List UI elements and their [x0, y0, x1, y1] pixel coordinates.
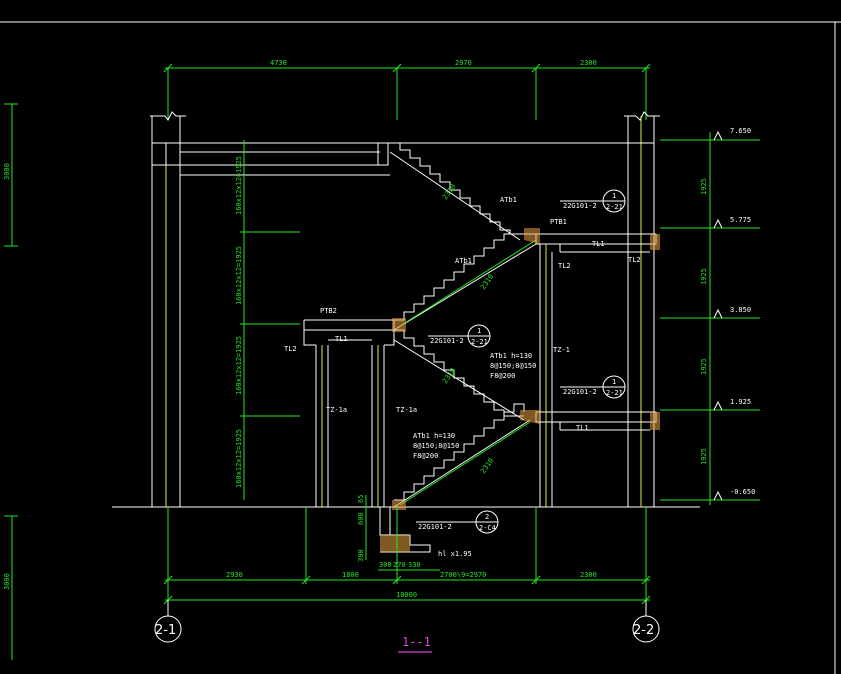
axis-label-left: 2-1 — [155, 623, 176, 638]
vdim-4: 160x12x12=1925 — [235, 429, 243, 488]
note-tl2b: TL2 — [284, 345, 297, 353]
note-slope1: 2310 — [441, 183, 457, 201]
axis-label-right: 2-2 — [633, 623, 654, 638]
vdim-2: 160x12x12=1925 — [235, 246, 243, 305]
ref-1-num: 1 — [612, 192, 616, 200]
ref-4-sheet: 2-C4 — [479, 524, 496, 532]
note-ptb1: PTB1 — [550, 218, 567, 226]
note-slope4: 2310 — [479, 457, 495, 475]
note-spec3: 8@150;8@150 — [413, 442, 459, 450]
ref-mark-2: 1 2-21 — [428, 324, 491, 348]
knee-hatch-4 — [392, 500, 406, 510]
note-tz1b: TZ-1a — [326, 406, 347, 414]
elev-1: 7.650 — [730, 127, 751, 135]
section-title: 1--1 — [402, 635, 431, 649]
axis-bubble-left: 2-1 — [154, 600, 182, 643]
note-ref-d: 22G101-2 — [418, 523, 452, 531]
elev-2: 5.775 — [730, 216, 751, 224]
knee-hatch-2 — [520, 410, 540, 424]
note-tl2c: TL2 — [628, 256, 641, 264]
ref-4-num: 2 — [485, 513, 489, 521]
ref-3-sheet: 2-21 — [606, 389, 623, 397]
foundation — [379, 507, 431, 553]
elev-3: 3.850 — [730, 306, 751, 314]
stair-flight-3 — [393, 233, 537, 331]
top-dim-1: 4730 — [270, 59, 287, 67]
left-vertical-dims: 160x12x12=1925 160x12x12=1925 160x12x12=… — [235, 140, 300, 500]
note-slope2: 2310 — [479, 273, 495, 291]
note-tz1a: TZ-1 — [553, 346, 570, 354]
bottom-dimension-chain: 2930 1800 2700\9=2970 2300 10000 — [163, 507, 651, 605]
note-ref-c: 22G101-2 — [563, 388, 597, 396]
foundation-dims: 65 600 300 300 270 330 — [357, 495, 440, 571]
small-dim-3: 330 — [408, 561, 421, 569]
right-dim-1: 1925 — [700, 178, 708, 195]
small-left-dim-2: 600 — [357, 512, 365, 525]
note-ref-a: 22G101-2 — [563, 202, 597, 210]
ref-mark-3: 1 2-21 — [560, 375, 626, 399]
note-atb1b: ATb1 — [455, 257, 472, 265]
elevation-markers: 7.650 5.775 3.850 1.925 -0.650 1925 1925… — [660, 127, 760, 505]
small-left-dim-1: 65 — [357, 495, 365, 503]
note-tz1c: TZ-1a — [396, 406, 417, 414]
ref-2-sheet: 2-21 — [471, 338, 488, 346]
stair-flight-4 — [389, 142, 521, 241]
note-tl1b: TL1 — [335, 335, 348, 343]
column-tz1 — [539, 244, 553, 507]
column-tz1a-right — [371, 345, 385, 507]
right-wall — [624, 111, 660, 507]
note-spec4: F8@200 — [413, 452, 438, 460]
outer-left-dims: 3000 3000 — [3, 103, 18, 660]
note-tl2a: TL2 — [558, 262, 571, 270]
note-tl1c: TL1 — [576, 424, 589, 432]
right-dim-4: 1925 — [700, 448, 708, 465]
outer-dim-upper: 3000 — [3, 163, 11, 180]
small-dim-2: 270 — [393, 561, 406, 569]
note-ref-b: 22G101-2 — [430, 337, 464, 345]
ref-mark-4: 2 2-C4 — [416, 510, 499, 534]
outer-dim-lower: 3000 — [3, 573, 11, 590]
small-left-dim-3: 300 — [357, 549, 365, 562]
note-spec1: 8@150;8@150 — [490, 362, 536, 370]
note-spec2: F8@200 — [490, 372, 515, 380]
bottom-dim-1: 2930 — [226, 571, 243, 579]
bottom-dim-2: 1800 — [342, 571, 359, 579]
ref-3-num: 1 — [612, 378, 616, 386]
bottom-dim-4: 2300 — [580, 571, 597, 579]
note-atb1a: ATb1 — [500, 196, 517, 204]
ref-1-sheet: 2-21 — [606, 203, 623, 211]
note-misc1: hl x1.95 — [438, 550, 472, 558]
component-labels: 22G101-2 22G101-2 22G101-2 22G101-2 PTB1… — [284, 183, 641, 558]
note-atb1d: ATb1 h=130 — [413, 432, 455, 440]
top-dim-2: 2970 — [455, 59, 472, 67]
bottom-dim-3: 2700\9=2970 — [440, 571, 486, 579]
ref-mark-1: 1 2-21 — [560, 189, 626, 213]
right-dim-2: 1925 — [700, 268, 708, 285]
elev-5: -0.650 — [730, 488, 755, 496]
right-dim-3: 1925 — [700, 358, 708, 375]
ref-2-num: 1 — [477, 327, 481, 335]
elev-4: 1.925 — [730, 398, 751, 406]
knee-hatch-1 — [524, 228, 540, 244]
landing-mid-left — [303, 319, 395, 346]
note-ptb2: PTB2 — [320, 307, 337, 315]
total-dim: 10000 — [396, 591, 417, 599]
top-dim-3: 2300 — [580, 59, 597, 67]
top-dimension-chain: 4730 2970 2300 — [163, 59, 651, 120]
axis-bubble-right: 2-2 — [632, 600, 660, 643]
vdim-3: 160x12x12=1925 — [235, 336, 243, 395]
vdim-1: 160x12x12=1925 — [235, 156, 243, 215]
note-atb1c: ATb1 h=130 — [490, 352, 532, 360]
roof-beam — [152, 142, 654, 176]
left-wall — [150, 111, 186, 507]
stair-flight-2 — [393, 329, 525, 421]
small-dim-1: 300 — [379, 561, 392, 569]
knee-hatch-3 — [392, 318, 406, 332]
note-tl1a: TL1 — [592, 240, 605, 248]
column-tz1a-left — [315, 345, 329, 507]
